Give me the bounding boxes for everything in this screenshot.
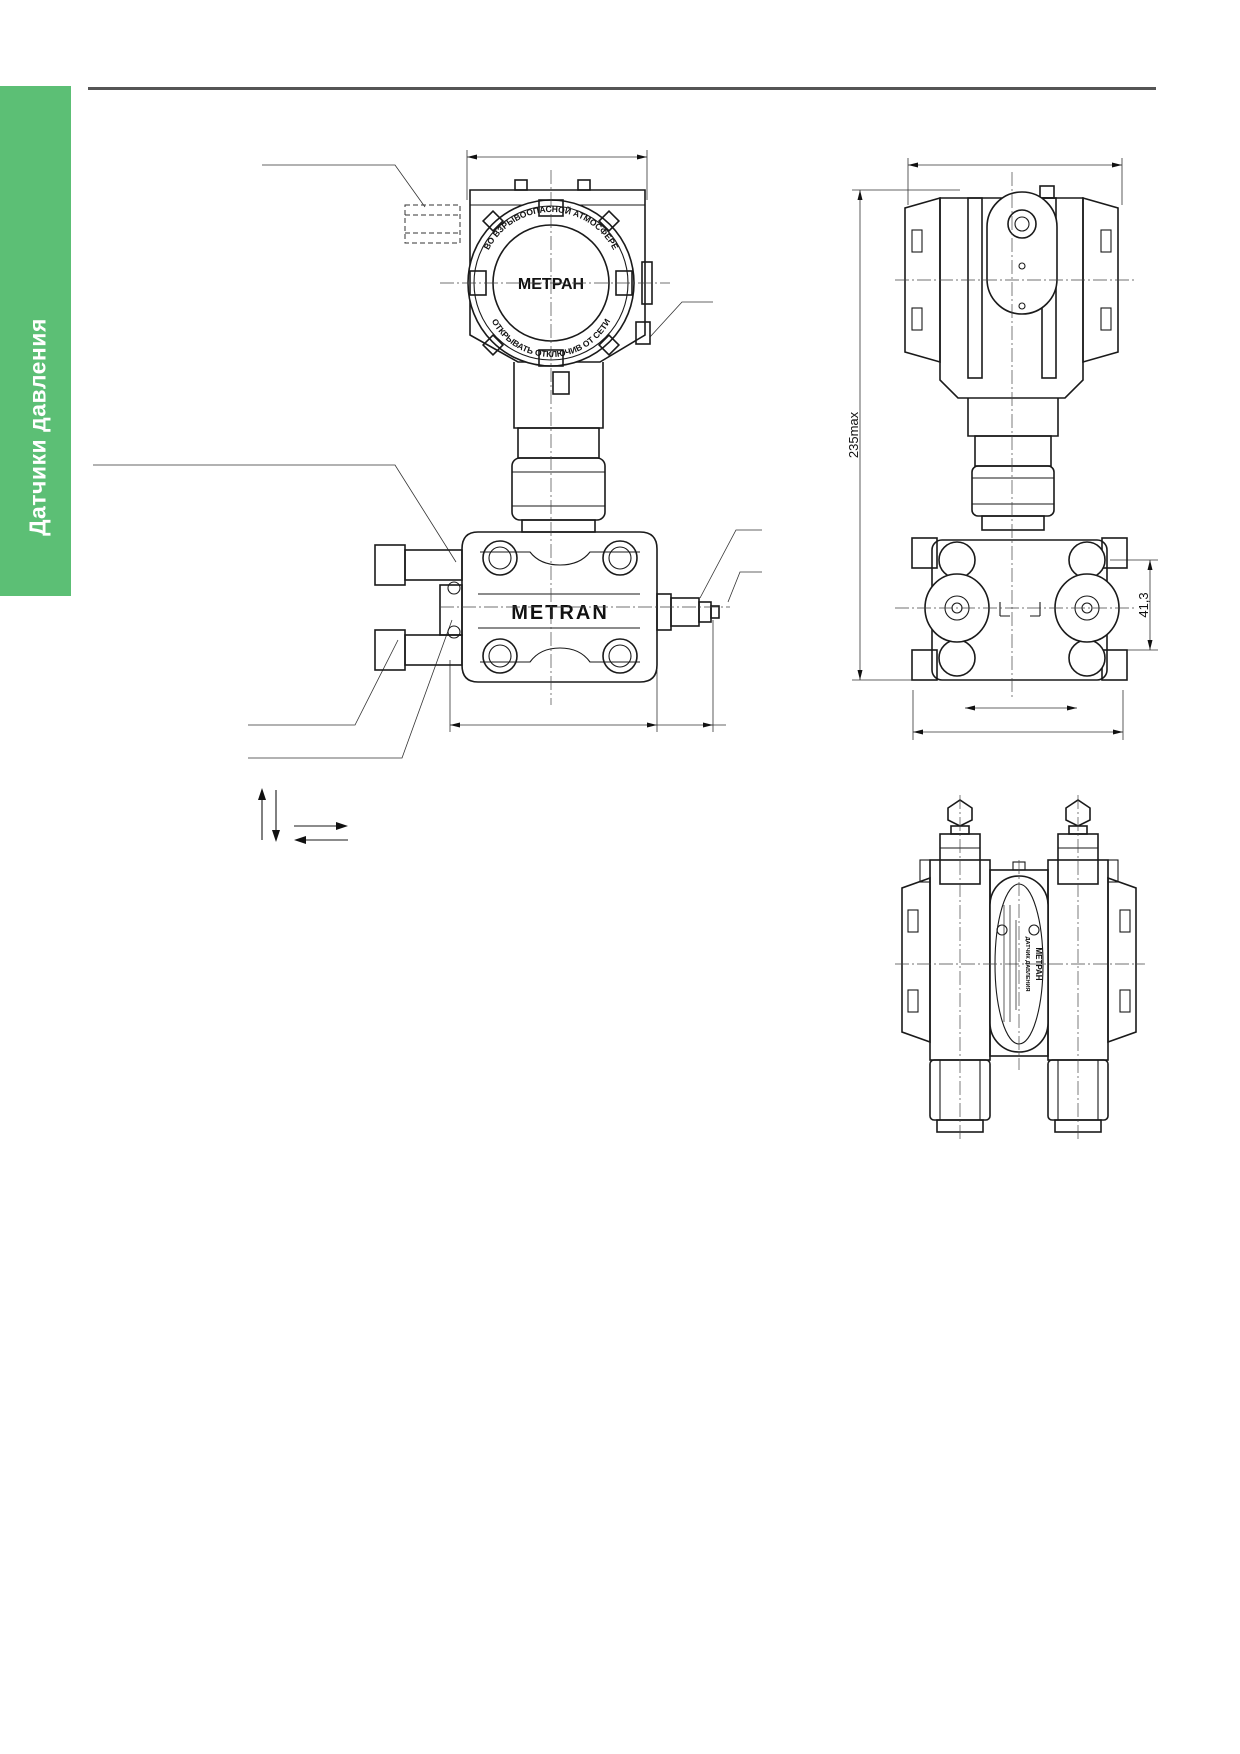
dim-height-label: 235max bbox=[846, 411, 861, 458]
front-view: ВО ВЗРЫВООПАСНОЙ АТМОСФЕРЕ ОТКРЫВАТЬ ОТК… bbox=[93, 150, 762, 759]
dim-flange-spacing-label: 41,3 bbox=[1136, 592, 1151, 617]
sidebar-section-tab: Датчики давления bbox=[0, 86, 71, 596]
top-view: МЕТРАН ДАТЧИК ДАВЛЕНИЯ bbox=[895, 795, 1145, 1140]
header-rule bbox=[88, 87, 1156, 90]
orientation-arrows bbox=[258, 788, 348, 844]
side-view: 235max 41,3 bbox=[846, 158, 1158, 740]
flange-brand-logo: METRAN bbox=[511, 602, 609, 624]
